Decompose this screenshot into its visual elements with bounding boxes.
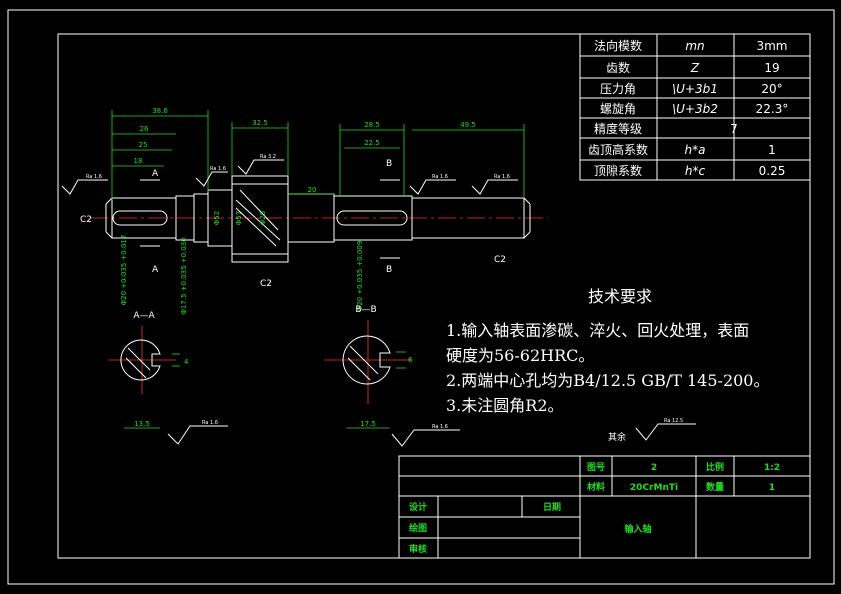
tech-line: 3.未注圆角R2。 bbox=[446, 396, 564, 415]
section-label-a: A bbox=[152, 265, 159, 275]
section-b-b: B—B 17.5 6 Ra 1.6 bbox=[324, 305, 460, 447]
param-value: 20° bbox=[761, 82, 782, 96]
scale-label: 比例 bbox=[706, 461, 724, 473]
dim-13.5: 13.5 bbox=[134, 420, 150, 428]
section-a-a: A—A 13.5 4 Ra 1.6 bbox=[108, 311, 228, 445]
title-block: 图号 2 比例 1:2 材料 20CrMnTi 数量 1 设计 日期 绘图 审核… bbox=[398, 455, 811, 559]
tech-line: 1.输入轴表面渗碳、淬火、回火处理，表面 bbox=[446, 321, 749, 340]
dim-28.5: 28.5 bbox=[364, 121, 380, 129]
param-value: 3mm bbox=[756, 39, 787, 53]
roughness-label: Ra 1.6 bbox=[202, 420, 218, 426]
param-name: 压力角 bbox=[600, 82, 636, 96]
annotations: A A B B C2 C2 C2 Ra 1.6 Ra 1.6 Ra 3.2 Ra… bbox=[61, 154, 518, 289]
keyway-left bbox=[112, 210, 168, 226]
tol-c: Φ20 +0.035 +0.009 bbox=[356, 241, 364, 312]
chamfer-label: C2 bbox=[494, 255, 506, 265]
dim-phi25: Φ25 bbox=[259, 211, 267, 225]
material-value: 20CrMnTi bbox=[630, 483, 678, 493]
technical-requirements: 技术要求 1.输入轴表面渗碳、淬火、回火处理，表面 硬度为56-62HRC。 2… bbox=[446, 287, 769, 443]
dim-38.6: 38.6 bbox=[152, 107, 168, 115]
dim-49.5: 49.5 bbox=[460, 121, 476, 129]
review-label: 审核 bbox=[409, 543, 427, 555]
param-symbol: \U+3b1 bbox=[672, 82, 718, 96]
param-value: 0.25 bbox=[759, 164, 786, 178]
gear-parameter-table: 法向模数 mn 3mm 齿数 Z 19 压力角 \U+3b1 20° 螺旋角 \… bbox=[579, 33, 811, 181]
shaft-main-view bbox=[90, 175, 548, 263]
dim-6: 6 bbox=[408, 356, 413, 364]
roughness-label: Ra 1.6 bbox=[432, 174, 448, 180]
section-label-a: A bbox=[152, 169, 159, 179]
dim-25: 25 bbox=[139, 141, 148, 149]
outer-border bbox=[7, 9, 835, 585]
tol-a: Φ20 +0.035 +0.017 bbox=[120, 235, 128, 306]
roughness-label: Ra 1.6 bbox=[86, 174, 102, 180]
param-symbol: Z bbox=[690, 61, 700, 75]
drawing-no-label: 图号 bbox=[587, 462, 605, 473]
dim-32.5: 32.5 bbox=[252, 119, 268, 127]
param-name: 螺旋角 bbox=[600, 102, 636, 116]
param-name: 精度等级 bbox=[594, 121, 642, 136]
dim-26: 26 bbox=[140, 125, 149, 133]
tech-title: 技术要求 bbox=[588, 287, 652, 306]
scale-value: 1:2 bbox=[764, 463, 780, 473]
material-label: 材料 bbox=[586, 481, 605, 493]
qty-value: 1 bbox=[769, 483, 775, 493]
dim-phi57: Φ57 bbox=[235, 211, 243, 225]
draw-label: 绘图 bbox=[409, 522, 427, 534]
section-label-b: B bbox=[386, 159, 392, 169]
section-title-aa: A—A bbox=[133, 311, 155, 321]
param-symbol: mn bbox=[685, 39, 704, 53]
dim-22.5: 22.5 bbox=[364, 139, 380, 147]
param-value: 7 bbox=[730, 122, 738, 136]
dim-phi52: Φ52 bbox=[213, 211, 221, 225]
tol-b: Φ17.5 +0.035 +0.030 bbox=[180, 237, 188, 314]
tech-line: 2.两端中心孔均为B4/12.5 GB/T 145-200。 bbox=[446, 371, 769, 390]
roughness-label: Ra 1.6 bbox=[432, 424, 448, 430]
keyway-right bbox=[336, 210, 408, 226]
param-symbol: h*c bbox=[685, 164, 706, 178]
section-label-b: B bbox=[386, 265, 392, 275]
roughness-label: Ra 1.6 bbox=[210, 166, 226, 172]
param-value: 1 bbox=[768, 143, 776, 157]
chamfer-label: C2 bbox=[260, 279, 272, 289]
chamfer-label: C2 bbox=[80, 215, 92, 225]
part-name: 输入轴 bbox=[624, 523, 651, 535]
tech-line: 硬度为56-62HRC。 bbox=[446, 346, 594, 365]
dim-18: 18 bbox=[134, 157, 143, 165]
param-value: 22.3° bbox=[756, 102, 789, 116]
remaining-label: 其余 bbox=[608, 431, 626, 443]
roughness-label: Ra 3.2 bbox=[260, 154, 276, 160]
param-name: 齿数 bbox=[606, 60, 630, 75]
date-label: 日期 bbox=[543, 501, 561, 513]
param-value: 19 bbox=[764, 61, 779, 75]
param-name: 法向模数 bbox=[594, 38, 642, 53]
param-symbol: \U+3b2 bbox=[672, 102, 718, 116]
section-title-bb: B—B bbox=[355, 305, 376, 315]
param-name: 顶隙系数 bbox=[594, 163, 642, 178]
dimensions: 38.6 26 25 18 32.5 20 28.5 22.5 49.5 Φ52… bbox=[111, 107, 525, 315]
qty-label: 数量 bbox=[706, 481, 724, 493]
param-name: 齿顶高系数 bbox=[588, 142, 648, 157]
drawing-no: 2 bbox=[651, 463, 657, 473]
remaining-ra: Ra 12.5 bbox=[664, 418, 683, 424]
dim-20: 20 bbox=[308, 186, 317, 194]
dim-4: 4 bbox=[184, 358, 189, 366]
param-symbol: h*a bbox=[685, 143, 706, 157]
roughness-label: Ra 1.6 bbox=[494, 174, 510, 180]
dim-17.5: 17.5 bbox=[360, 420, 376, 428]
design-label: 设计 bbox=[409, 501, 427, 513]
